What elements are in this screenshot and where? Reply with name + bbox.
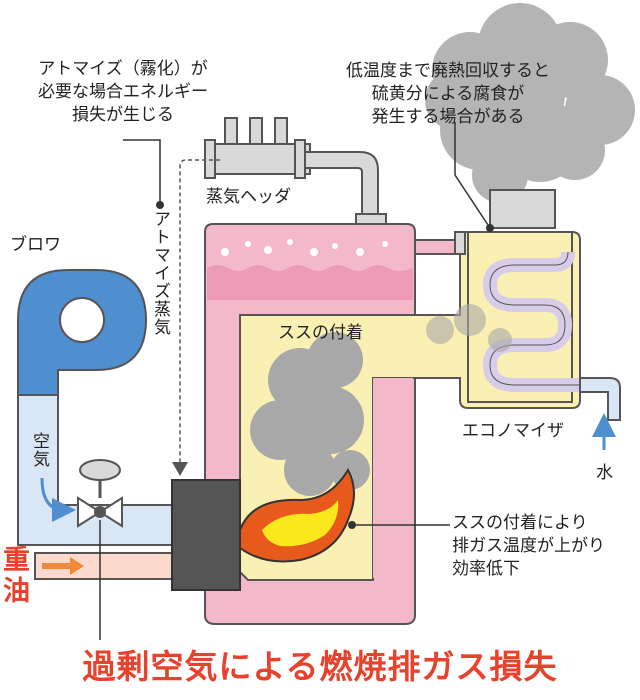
water-pipe [579, 377, 621, 421]
soot-economizer [426, 304, 512, 352]
economizer-label: エコノマイザ [462, 421, 564, 441]
flame-icon [239, 467, 355, 563]
atomize-note-line1: アトマイズ（霧化）が [38, 59, 208, 79]
steam-header-label: 蒸気ヘッダ [206, 187, 291, 207]
blower-label: ブロワ [10, 235, 61, 255]
atomize-steam-label: アトマイズ蒸気 [150, 210, 170, 336]
blower-fan-icon [17, 269, 148, 396]
smoke-cloud-icon [425, 3, 635, 203]
chimney [489, 189, 556, 229]
steam-header [204, 117, 387, 225]
valve-icon [77, 459, 123, 528]
burner [171, 479, 241, 591]
atomize-note-line3: 損失が生じる [72, 105, 174, 125]
diagram-title: 過剰空気による燃焼排ガス損失 [82, 647, 558, 686]
corrosion-note-line2: 硫黄分による腐食が [371, 84, 525, 104]
soot-effect-note: ススの付着により 排ガス温度が上がり 効率低下 [452, 512, 605, 581]
inner-tube [373, 378, 413, 578]
soot-effect-line2: 排ガス温度が上がり [452, 536, 605, 556]
atomize-note: アトマイズ（霧化）が 必要な場合エネルギー 損失が生じる [18, 58, 228, 127]
water-label: 水 [596, 463, 613, 483]
fuel-label: 重油 [3, 545, 30, 607]
soot-label: ススの付着 [278, 323, 363, 343]
atomize-steam-line [179, 159, 220, 465]
air-label: 空気 [29, 432, 49, 468]
corrosion-note-line3: 発生する場合がある [371, 107, 525, 127]
atomize-note-line2: 必要な場合エネルギー [38, 82, 208, 102]
leader-lines [99, 122, 491, 640]
soot-effect-line3: 効率低下 [452, 559, 520, 579]
boiler-water [207, 265, 413, 300]
soot-cloud-icon [250, 332, 370, 496]
corrosion-note-line1: 低温度まで廃熱回収すると [346, 61, 550, 81]
air-arrow-icon [40, 477, 76, 522]
feedwater-pipe [414, 239, 461, 255]
corrosion-note: 低温度まで廃熱回収すると 硫黄分による腐食が 発生する場合がある [318, 60, 578, 129]
steam-bubbles [221, 239, 388, 256]
soot-effect-line1: ススの付着により [452, 513, 588, 533]
